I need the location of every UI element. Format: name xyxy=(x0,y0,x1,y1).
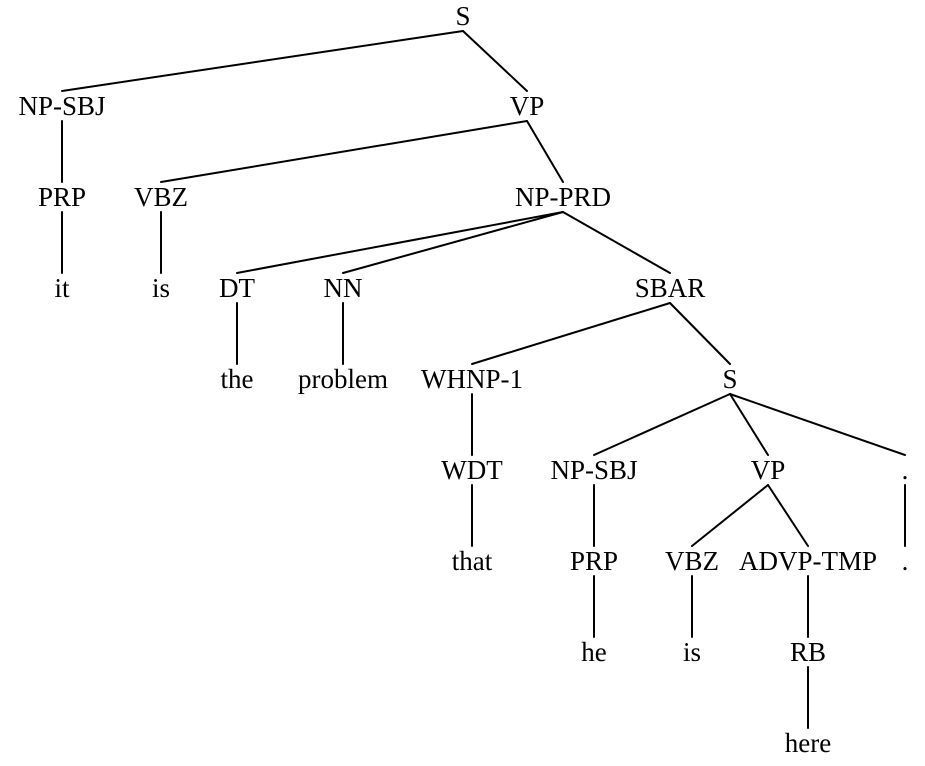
tree-labels: S NP-SBJ VP PRP it VBZ is NP-PRD DT the … xyxy=(18,1,908,758)
node-sbar: SBAR xyxy=(635,273,706,303)
node-vbz-inner: VBZ xyxy=(665,546,719,576)
edge-s_root-np_sbj_1 xyxy=(61,30,464,92)
node-wdt: WDT xyxy=(441,455,503,485)
node-np-sbj-inner: NP-SBJ xyxy=(550,455,637,485)
edge-s_root-vp_1 xyxy=(462,30,528,92)
edge-sbar-s_inner xyxy=(669,302,731,365)
edge-vp_2-vbz_2 xyxy=(691,484,769,547)
node-rb: RB xyxy=(790,637,826,667)
node-np-sbj: NP-SBJ xyxy=(18,91,105,121)
word-punct: . xyxy=(902,546,909,576)
tree-edges xyxy=(61,30,906,729)
node-np-prd: NP-PRD xyxy=(515,182,611,212)
edge-np_prd-dt xyxy=(236,211,564,274)
word-problem: problem xyxy=(298,364,388,394)
edge-vp_1-vbz_1 xyxy=(160,120,528,183)
word-is-inner: is xyxy=(683,637,701,667)
node-dt: DT xyxy=(219,273,255,303)
edge-np_prd-sbar xyxy=(562,211,671,274)
edge-vp_2-advp xyxy=(767,484,809,547)
word-that: that xyxy=(452,546,493,576)
node-vp: VP xyxy=(510,91,545,121)
word-here: here xyxy=(785,728,831,758)
node-s: S xyxy=(455,1,470,31)
node-advp-tmp: ADVP-TMP xyxy=(739,546,877,576)
edge-np_prd-nn xyxy=(342,211,564,274)
edge-s_inner-punct_tag xyxy=(729,393,906,456)
node-prp: PRP xyxy=(38,182,86,212)
node-vp-inner: VP xyxy=(751,455,786,485)
word-is: is xyxy=(152,273,170,303)
edge-sbar-whnp xyxy=(471,302,671,365)
node-prp-inner: PRP xyxy=(570,546,618,576)
word-the: the xyxy=(221,364,254,394)
node-nn: NN xyxy=(324,273,363,303)
edge-s_inner-vp_2 xyxy=(729,393,769,456)
node-whnp: WHNP-1 xyxy=(421,364,523,394)
edge-vp_1-np_prd xyxy=(526,120,564,183)
edge-s_inner-np_sbj_2 xyxy=(593,393,731,456)
node-s-inner: S xyxy=(722,364,737,394)
node-punct: . xyxy=(902,455,909,485)
word-he: he xyxy=(581,637,607,667)
word-it: it xyxy=(54,273,70,303)
node-vbz: VBZ xyxy=(134,182,188,212)
